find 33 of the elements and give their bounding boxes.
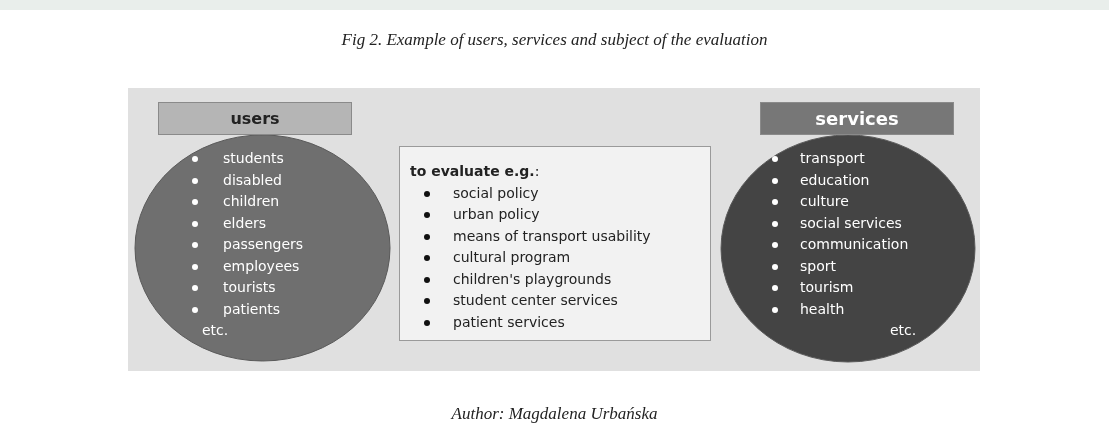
header-box [760,102,954,135]
header-label: services [815,108,899,129]
etc-note: etc. [890,321,917,340]
list-item: culture [800,193,849,209]
list-item: children [223,193,280,209]
figure-title: Fig 2. Example of users, services and subject of the evaluation [340,30,769,50]
list-item: children's playgrounds [453,270,612,287]
list-item: students [223,150,284,166]
list-item: tourism [800,279,854,295]
text-box [399,146,711,341]
list-item: patients [223,300,281,317]
list-item: employees [223,257,300,274]
list-item: tourists [223,279,276,295]
list-item: education [800,171,870,188]
list-item: passengers [223,236,304,252]
header-box [158,102,352,135]
list-item: patient services [453,313,565,330]
list-heading: to evaluate e.g.: [410,162,540,181]
list-item: cultural program [453,249,571,265]
list-item: student center services [453,292,618,308]
list-item: elders [223,214,267,231]
list-item: social services [800,214,902,231]
etc-note: etc. [202,321,229,340]
list-item: urban policy [453,206,540,222]
header-label: users [230,109,280,128]
list-item: means of transport usability [453,227,651,244]
author-caption: Author: Magdalena Urbańska [449,404,659,424]
list-item: transport [800,150,865,166]
list-item: sport [800,257,836,274]
list-item: disabled [223,171,282,188]
list-item: social policy [453,184,539,201]
list-item: communication [800,236,909,252]
list-item: health [800,300,845,317]
